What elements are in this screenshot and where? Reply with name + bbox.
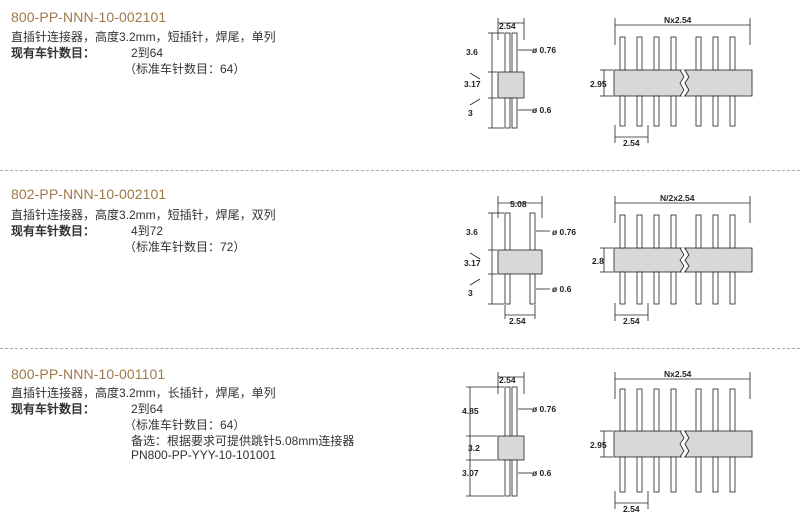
dim-pin-top: 4.85 xyxy=(462,406,479,416)
part-number: 802-PP-NNN-10-002101 xyxy=(11,186,167,202)
dim-height: 2.8 xyxy=(592,256,604,266)
dim-body: 3.2 xyxy=(468,443,480,453)
dim-pin-top-diameter: ø 0.76 xyxy=(552,227,576,237)
dim-pin-top-diameter: ø 0.76 xyxy=(532,45,556,55)
connector-entry-2: 802-PP-NNN-10-002101 直插针连接器，高度3.2mm，短插针，… xyxy=(0,178,800,343)
dim-pin-bottom-diameter: ø 0.6 xyxy=(552,284,572,294)
dim-height: 2.95 xyxy=(590,79,607,89)
dim-pin-bottom-diameter: ø 0.6 xyxy=(532,468,552,478)
dim-body: 3.17 xyxy=(464,79,481,89)
dim-top-width: 2.54 xyxy=(499,375,516,385)
standard-pin-count: （标准车针数目：64） xyxy=(124,62,246,76)
connector-entry-3: 800-PP-NNN-10-001101 直插针连接器，高度3.2mm，长插针，… xyxy=(0,357,800,517)
dim-pin-top: 3.6 xyxy=(466,47,478,57)
alt-part-number: PN800-PP-YYY-10-101001 xyxy=(131,448,276,462)
option-note: 备选：根据要求可提供跳针5.08mm连接器 xyxy=(131,434,355,448)
dim-pitch: 2.54 xyxy=(623,138,640,148)
dim-span: Nx2.54 xyxy=(664,369,692,379)
dim-pin-top: 3.6 xyxy=(466,227,478,237)
pin-count-label: 现有车针数目： xyxy=(11,46,96,60)
standard-pin-count: （标准车针数目：72） xyxy=(124,240,246,254)
standard-pin-count: （标准车针数目：64） xyxy=(124,418,246,432)
front-view-drawing: N/2x2.54 2.8 2.54 xyxy=(592,193,753,326)
side-view-drawing: 5.08 3.6 3.17 3 ø 0.76 ø 0.6 2.54 xyxy=(464,196,576,326)
description: 直插针连接器，高度3.2mm，长插针，焊尾，单列 xyxy=(11,386,276,400)
pin-count-value: 2到64 xyxy=(131,46,164,60)
front-view-drawing: Nx2.54 2.95 2.54 xyxy=(590,15,753,148)
dim-pin-bottom: 3 xyxy=(468,108,473,118)
dim-height: 2.95 xyxy=(590,440,607,450)
separator xyxy=(0,348,800,349)
dim-span: Nx2.54 xyxy=(664,15,692,25)
separator xyxy=(0,170,800,171)
dim-top-width: 5.08 xyxy=(510,199,527,209)
dim-top-width: 2.54 xyxy=(499,21,516,31)
dim-pin-bottom-diameter: ø 0.6 xyxy=(532,105,552,115)
part-number: 800-PP-NNN-10-002101 xyxy=(11,9,167,25)
description: 直插针连接器，高度3.2mm，短插针，焊尾，单列 xyxy=(11,30,276,44)
pin-count-label: 现有车针数目： xyxy=(11,402,96,416)
dim-body: 3.17 xyxy=(464,258,481,268)
description: 直插针连接器，高度3.2mm，短插针，焊尾，双列 xyxy=(11,208,276,222)
pin-count-label: 现有车针数目： xyxy=(11,224,96,238)
front-view-drawing: Nx2.54 2.95 2.54 xyxy=(590,369,753,514)
dim-pitch: 2.54 xyxy=(623,316,640,326)
part-number: 800-PP-NNN-10-001101 xyxy=(11,366,166,382)
dim-span: N/2x2.54 xyxy=(660,193,695,203)
connector-entry-1: 800-PP-NNN-10-002101 直插针连接器，高度3.2mm，短插针，… xyxy=(0,0,800,165)
pin-count-value: 2到64 xyxy=(131,402,164,416)
side-view-drawing: 2.54 3.6 3.17 3 ø 0.76 ø 0.6 xyxy=(464,18,556,129)
dim-pin-bottom: 3.07 xyxy=(462,468,479,478)
dim-pin-bottom: 3 xyxy=(468,288,473,298)
dim-pitch: 2.54 xyxy=(623,504,640,514)
side-view-drawing: 2.54 4.85 3.2 3.07 ø 0.76 ø 0.6 xyxy=(462,372,556,497)
pin-count-value: 4到72 xyxy=(131,224,164,238)
dim-bottom-width: 2.54 xyxy=(509,316,526,326)
dim-pin-top-diameter: ø 0.76 xyxy=(532,404,556,414)
